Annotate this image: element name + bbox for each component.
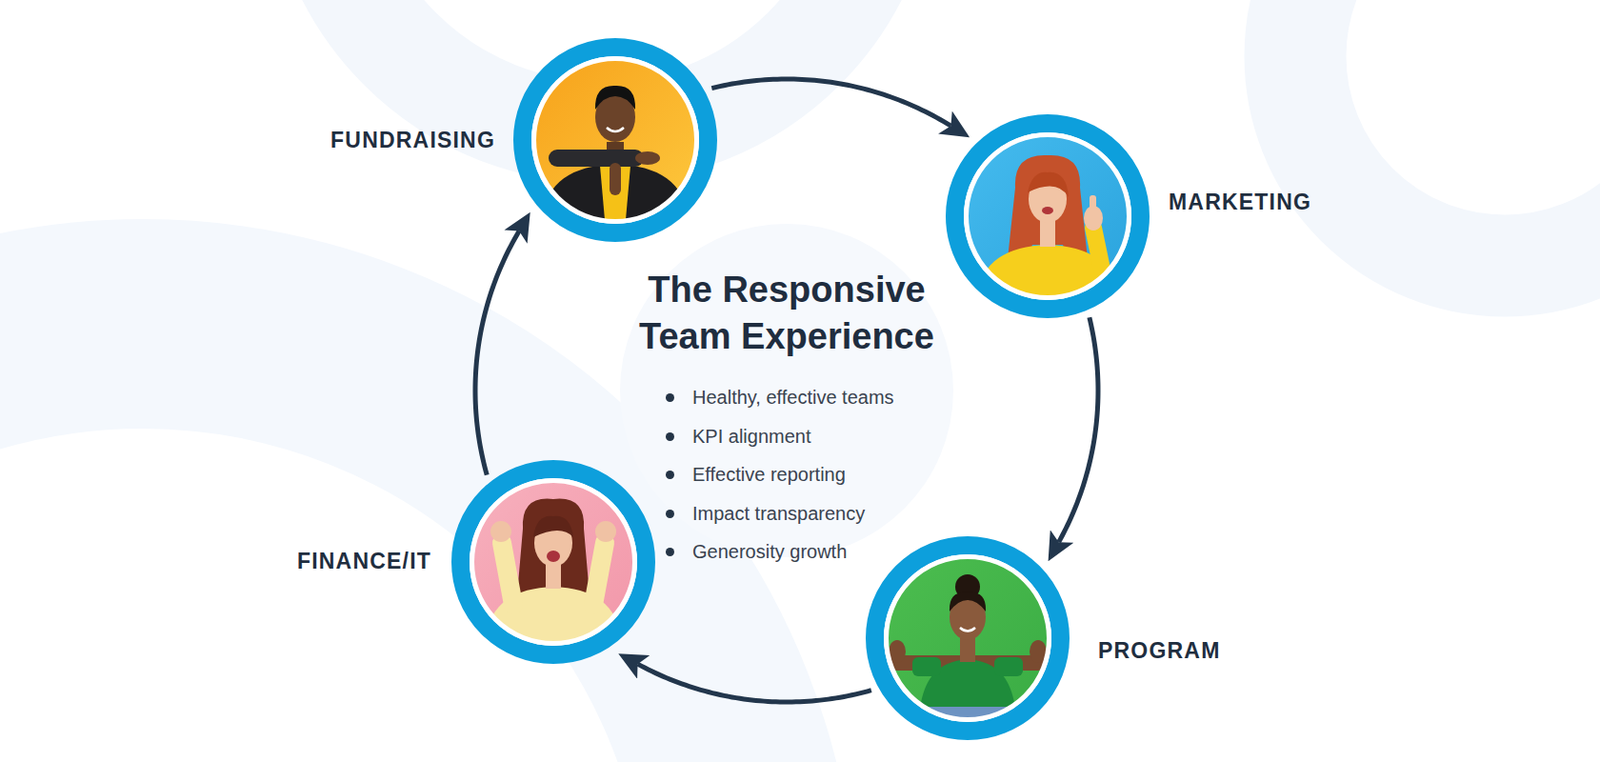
ring-inner (534, 59, 698, 222)
bullet-item: Impact transparency (663, 494, 895, 534)
mouth (546, 550, 560, 562)
node-label: FINANCE/IT (297, 547, 432, 575)
arm (593, 542, 605, 605)
bullet-item: KPI alignment (663, 417, 895, 457)
ring-outer (460, 469, 647, 656)
node-label: PROGRAM (1098, 637, 1221, 664)
hand (609, 162, 621, 196)
ring-outer (875, 545, 1061, 732)
hand (1083, 205, 1103, 231)
mouth (1041, 206, 1054, 215)
neck (545, 563, 561, 589)
bullet-item: Healthy, effective teams (663, 378, 895, 418)
thumb (1089, 195, 1097, 209)
arm (501, 542, 514, 605)
smile (606, 127, 624, 132)
ring-outer (955, 123, 1141, 310)
hair (1007, 155, 1088, 262)
hair (949, 592, 986, 612)
fist (490, 520, 512, 542)
ring-inner (886, 557, 1050, 720)
ring-inner (472, 480, 636, 644)
bullet-item: Generosity growth (663, 532, 895, 572)
sleeve (994, 657, 1023, 677)
node-label: MARKETING (1168, 188, 1312, 216)
node-ring (865, 536, 1070, 740)
hair (595, 85, 636, 110)
diagram-title: The Responsive Team Experience (615, 266, 959, 360)
photo-circle-node: FUNDRAISING (513, 38, 718, 242)
arm (548, 149, 644, 167)
hand (635, 151, 660, 165)
ring-inner (966, 135, 1130, 299)
cycle-arrow (711, 79, 951, 126)
node-label: FUNDRAISING (330, 126, 496, 154)
bullet-item: Effective reporting (663, 455, 895, 495)
node-ring (945, 114, 1150, 319)
photo-circle-node: FINANCE/IT (451, 460, 656, 664)
hair (533, 516, 574, 538)
sleeve (912, 657, 941, 677)
fist (595, 520, 617, 542)
ring-outer (522, 47, 709, 234)
cycle-arrow (638, 663, 872, 702)
neck (960, 638, 976, 662)
arm (1093, 227, 1103, 274)
smile (960, 627, 976, 632)
bullet-list: Healthy, effective teamsKPI alignmentEff… (663, 378, 895, 572)
photo-circle-node: PROGRAM (865, 536, 1070, 740)
node-ring (513, 38, 718, 242)
bg-ring (1295, 0, 1600, 266)
photo-circle-node: MARKETING (945, 114, 1150, 319)
cycle-arrow (1059, 317, 1099, 542)
node-ring (451, 460, 656, 664)
cycle-arrow (475, 231, 520, 476)
hair (517, 499, 590, 596)
hair (1027, 172, 1069, 198)
